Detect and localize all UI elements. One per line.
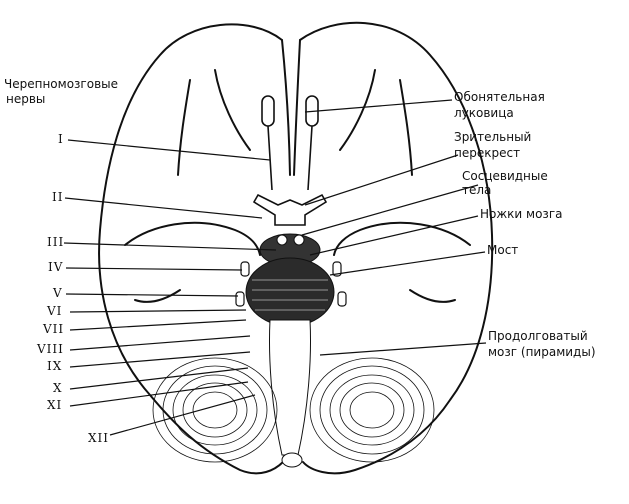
nerve-label-X: X: [53, 381, 63, 395]
nerve-label-XII: XII: [88, 431, 110, 445]
nerve-label-IX: IX: [47, 359, 63, 373]
medulla-label: Продолговатый мозг (пирамиды): [488, 330, 596, 359]
optic-chiasm-label: Зрительный перекрест: [454, 131, 531, 160]
medulla-label-line2: мозг (пирамиды): [488, 345, 596, 359]
nerve-root: [240, 261, 250, 277]
title-line-1: Черепномозговые: [4, 77, 118, 91]
nerve-label-VII: VII: [43, 322, 65, 336]
nerve-label-II: II: [52, 190, 64, 204]
olfactory-bulb-label-line2: луковица: [454, 106, 514, 120]
mammillary-bodies-label: Сосцевидные тела: [462, 170, 548, 197]
pons-label: Мост: [487, 243, 519, 257]
cerebral-peduncles-label: Ножки мозга: [480, 207, 563, 221]
nerve-root: [337, 291, 347, 307]
olfactory-bulb-label: Обонятельная луковица: [454, 91, 545, 120]
olfactory-bulb-left: [261, 95, 275, 127]
optic-chiasm: [252, 193, 328, 226]
medulla: [269, 319, 311, 456]
mammillary-body: [293, 234, 305, 246]
nerve-label-IV: IV: [48, 260, 64, 274]
medulla-tip: [281, 452, 303, 468]
mammillary-body: [276, 234, 288, 246]
optic-chiasm-label-line1: Зрительный: [454, 130, 532, 144]
brain-outline: [299, 21, 494, 475]
title-line-2: нервы: [6, 92, 46, 106]
optic-chiasm-label-line2: перекрест: [454, 146, 521, 160]
nerve-root: [332, 261, 342, 277]
nerve-label-V: V: [53, 286, 63, 300]
nerve-label-III: III: [47, 235, 65, 249]
cranial-nerves-title: Черепномозговые нервы: [4, 78, 118, 106]
nerve-label-VIII: VIII: [37, 342, 64, 356]
pons: [245, 257, 335, 327]
medulla-label-line1: Продолговатый: [488, 329, 588, 343]
olfactory-bulb-label-line1: Обонятельная: [454, 90, 545, 104]
nerve-label-VI: VI: [47, 304, 63, 318]
nerve-label-XI: XI: [47, 398, 63, 412]
mammillary-bodies-label-line1: Сосцевидные: [462, 169, 548, 183]
nerve-label-I: I: [58, 132, 64, 146]
nerve-root: [235, 291, 245, 307]
mammillary-bodies-label-line2: тела: [462, 183, 492, 197]
